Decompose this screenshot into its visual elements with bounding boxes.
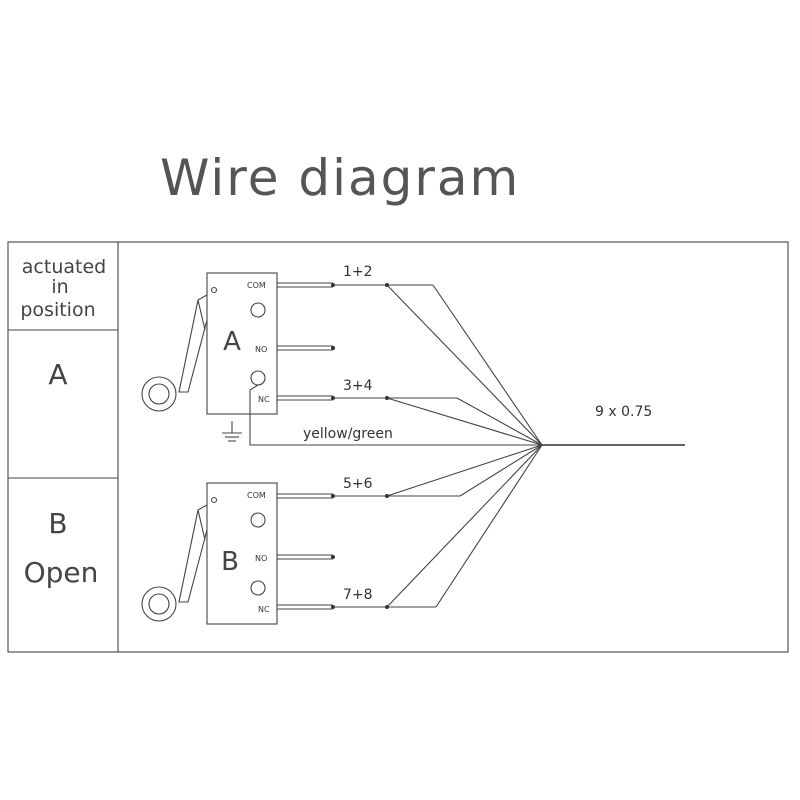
switch-b-terminal-hole-1: [250, 512, 266, 528]
switch-b-letter: B: [221, 547, 239, 577]
switch-b: B COM NO NC: [141, 482, 335, 625]
switch-a-terminal-hole-1: [250, 302, 266, 318]
row-b-open-label: Open: [24, 556, 99, 589]
switch-b-no-label: NO: [255, 554, 267, 563]
switch-a-no-label: NO: [255, 345, 267, 354]
wire-label-7-8: 7+8: [343, 587, 373, 603]
switch-b-lever: [178, 504, 208, 603]
switch-a-roller: [141, 376, 177, 412]
switch-a-body: [206, 272, 278, 415]
wire-label-ground: yellow/green: [303, 426, 393, 442]
row-b-label: B: [48, 507, 67, 540]
ground-wire: [249, 384, 542, 446]
switch-a-letter: A: [223, 327, 241, 357]
row-a-label: A: [48, 358, 67, 391]
header-in: in: [51, 276, 68, 298]
cable-label: 9 x 0.75: [595, 404, 652, 420]
ground-icon: [222, 421, 242, 442]
switch-b-mount-hole: [210, 496, 218, 504]
switch-a: A COM NO NC: [141, 272, 335, 415]
header-actuated: actuated: [22, 256, 106, 278]
switch-b-body: [206, 482, 278, 625]
switch-b-terminal-hole-2: [250, 580, 266, 596]
switch-a-terminal-hole-2: [250, 370, 266, 386]
diagram-title: Wire diagram: [160, 149, 520, 207]
wire-label-5-6: 5+6: [343, 476, 373, 492]
wire-label-1-2: 1+2: [343, 264, 373, 280]
diagram-frame: [7, 241, 789, 653]
wire-bundle: [249, 283, 685, 609]
switch-a-com-label: COM: [247, 281, 266, 290]
switch-a-mount-hole: [210, 286, 218, 294]
switch-b-nc-label: NC: [258, 605, 270, 614]
wire-label-3-4: 3+4: [343, 378, 373, 394]
switch-a-lever: [178, 294, 208, 393]
header-position: position: [20, 299, 95, 321]
switch-a-nc-label: NC: [258, 395, 270, 404]
switch-b-com-label: COM: [247, 491, 266, 500]
switch-b-roller: [141, 586, 177, 622]
